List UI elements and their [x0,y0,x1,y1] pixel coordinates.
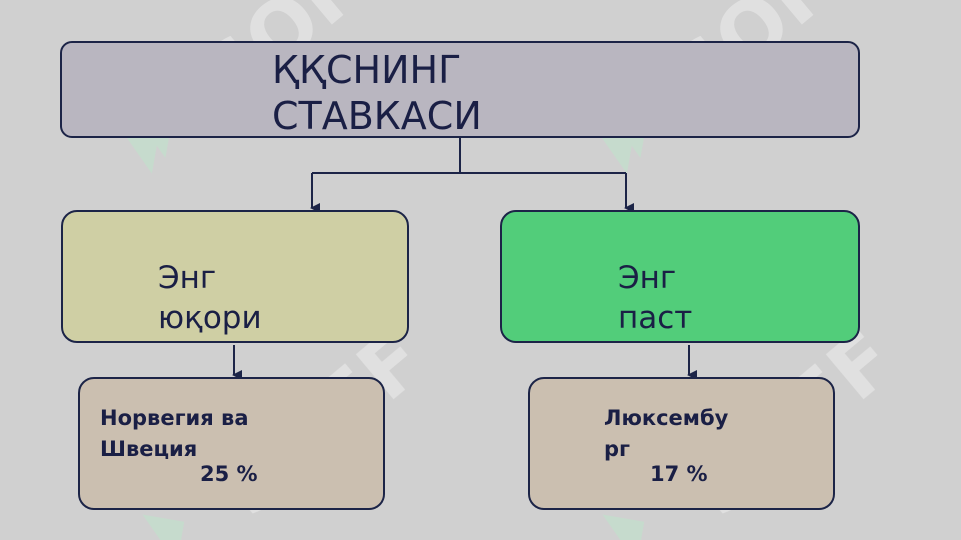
diagram-title: ҚҚСНИНГ СТАВКАСИ [272,48,482,138]
lowest-label: Энг паст [618,260,693,336]
highest-countries: Норвегия ва Швеция [100,406,249,461]
highest-label: Энг юқори [158,260,262,336]
lowest-countries: Люксембу рг [604,406,729,461]
lowest-result-box: Люксембу рг 17 % [528,377,835,510]
title-box: ҚҚСНИНГ СТАВКАСИ [60,41,860,138]
highest-result-box: Норвегия ва Швеция 25 % [78,377,385,510]
highest-box: Энг юқори [61,210,409,343]
lowest-box: Энг паст [500,210,860,343]
highest-rate: 25 % [200,462,258,486]
lowest-rate: 17 % [650,462,708,486]
